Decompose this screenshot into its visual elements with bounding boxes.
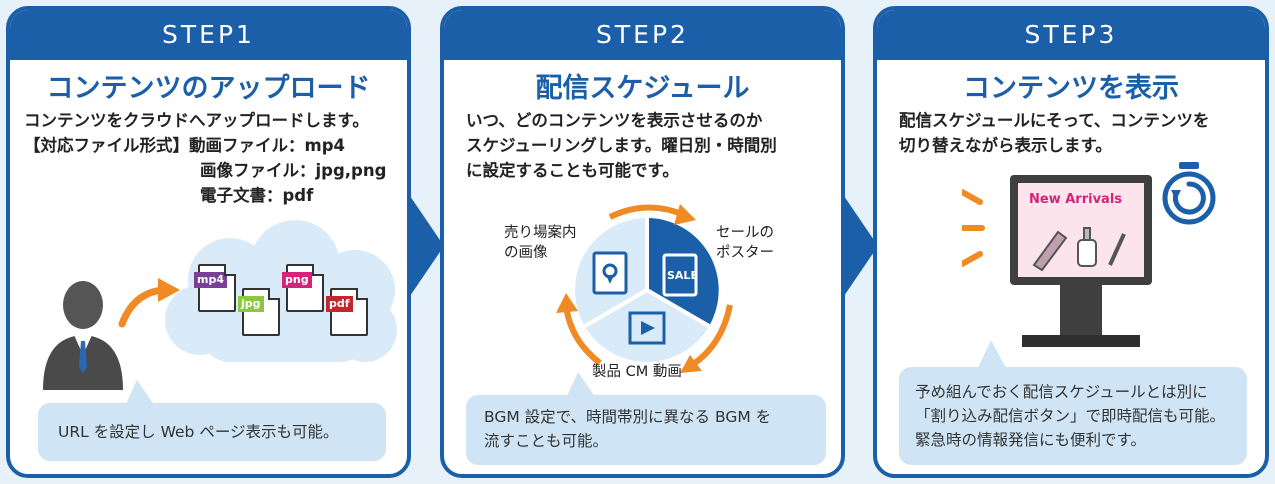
- label-line: の画像: [504, 245, 548, 261]
- step1-card: STEP1 コンテンツのアップロード コンテンツをクラウドへアップロードします。…: [6, 6, 411, 478]
- step3-header: STEP3: [877, 10, 1265, 60]
- note-line: 流すことも可能。: [484, 432, 609, 450]
- label-line: 売り場案内: [504, 225, 577, 241]
- step3-note: 予め組んでおく配信スケジュールとは別に 「割り込み配信ボタン」で即時配信も可能。…: [899, 367, 1247, 465]
- file-icon-mp4: mp4: [194, 264, 236, 312]
- step2-desc-line: に設定することも可能です。: [466, 161, 679, 180]
- file-tag-mp4: mp4: [194, 272, 227, 288]
- timer-icon: [1162, 162, 1216, 225]
- file-icon-jpg: jpg: [238, 288, 280, 336]
- file-tag-png: png: [282, 272, 312, 288]
- note-tail: [566, 372, 596, 398]
- sale-tag: SALE: [667, 269, 698, 282]
- label-sale-poster: セールの ポスター: [716, 223, 774, 263]
- video-icon: [628, 311, 666, 345]
- cloud-icon: [165, 220, 397, 362]
- step1-header: STEP1: [10, 10, 407, 60]
- person-icon: [43, 281, 123, 390]
- step3-desc-line: 配信スケジュールにそって、コンテンツを: [899, 111, 1210, 130]
- upload-arrow-icon: [118, 278, 180, 328]
- alert-lines-icon: [962, 189, 985, 267]
- step1-note: URL を設定し Web ページ表示も可能。: [38, 403, 386, 461]
- file-tag-pdf: pdf: [326, 296, 353, 312]
- cosmetics-icon: [1032, 227, 1126, 272]
- schedule-cycle-diagram: [556, 204, 733, 373]
- screen-new-arrivals: New Arrivals: [1029, 192, 1123, 207]
- step2-desc-line: スケジューリングします。曜日別・時間別: [466, 136, 777, 155]
- label-line: セールの: [716, 225, 774, 241]
- note-line: 「割り込み配信ボタン」で即時配信も可能。: [915, 407, 1226, 425]
- sale-doc-icon: [662, 253, 698, 297]
- step3-card: STEP3 コンテンツを表示 配信スケジュールにそって、コンテンツを 切り替えな…: [873, 6, 1269, 478]
- step2-note: BGM 設定で、時間帯別に異なる BGM を 流すことも可能。: [466, 395, 826, 465]
- arrow-step1-to-step2: [410, 196, 444, 296]
- digital-signage-icon: [962, 175, 1152, 347]
- step1-desc-line: コンテンツをクラウドへアップロードします。: [24, 111, 369, 130]
- step1-format-row: 【対応ファイル形式】動画ファイル：mp4: [24, 133, 386, 158]
- label-product-cm: 製品 CM 動画: [592, 364, 682, 380]
- step3-title: コンテンツを表示: [963, 73, 1179, 104]
- step3-desc: 配信スケジュールにそって、コンテンツを 切り替えながら表示します。: [899, 108, 1209, 158]
- step3-desc-line: 切り替えながら表示します。: [899, 136, 1112, 155]
- step1-desc: コンテンツをクラウドへアップロードします。 【対応ファイル形式】動画ファイル：m…: [24, 108, 386, 208]
- step2-desc-line: いつ、どのコンテンツを表示させるのか: [466, 111, 763, 130]
- format-video: 動画ファイル：mp4: [189, 136, 345, 155]
- file-icon-pdf: pdf: [326, 288, 368, 336]
- file-tag-jpg: jpg: [238, 296, 264, 312]
- map-doc-icon: [592, 251, 628, 295]
- step2-header: STEP2: [444, 10, 841, 60]
- label-line: ポスター: [716, 245, 774, 261]
- step2-desc: いつ、どのコンテンツを表示させるのか スケジューリングします。曜日別・時間別 に…: [466, 108, 777, 183]
- label-store-guide-image: 売り場案内 の画像: [504, 223, 577, 263]
- format-image: 画像ファイル：jpg,png: [200, 161, 387, 180]
- format-label: 【対応ファイル形式】: [24, 136, 189, 155]
- note-line: BGM 設定で、時間帯別に異なる BGM を: [484, 408, 772, 426]
- step2-card: STEP2 配信スケジュール いつ、どのコンテンツを表示させるのか スケジューリ…: [440, 6, 845, 478]
- step1-title: コンテンツのアップロード: [46, 73, 371, 104]
- step2-title: 配信スケジュール: [535, 73, 750, 104]
- note-tail: [977, 340, 1007, 370]
- note-line: 予め組んでおく配信スケジュールとは別に: [915, 383, 1208, 401]
- arrow-step2-to-step3: [844, 196, 878, 296]
- note-tail: [125, 380, 155, 406]
- note-line: 緊急時の情報発信にも便利です。: [915, 431, 1146, 449]
- file-icon-png: png: [282, 264, 324, 312]
- format-doc: 電子文書：pdf: [200, 186, 314, 205]
